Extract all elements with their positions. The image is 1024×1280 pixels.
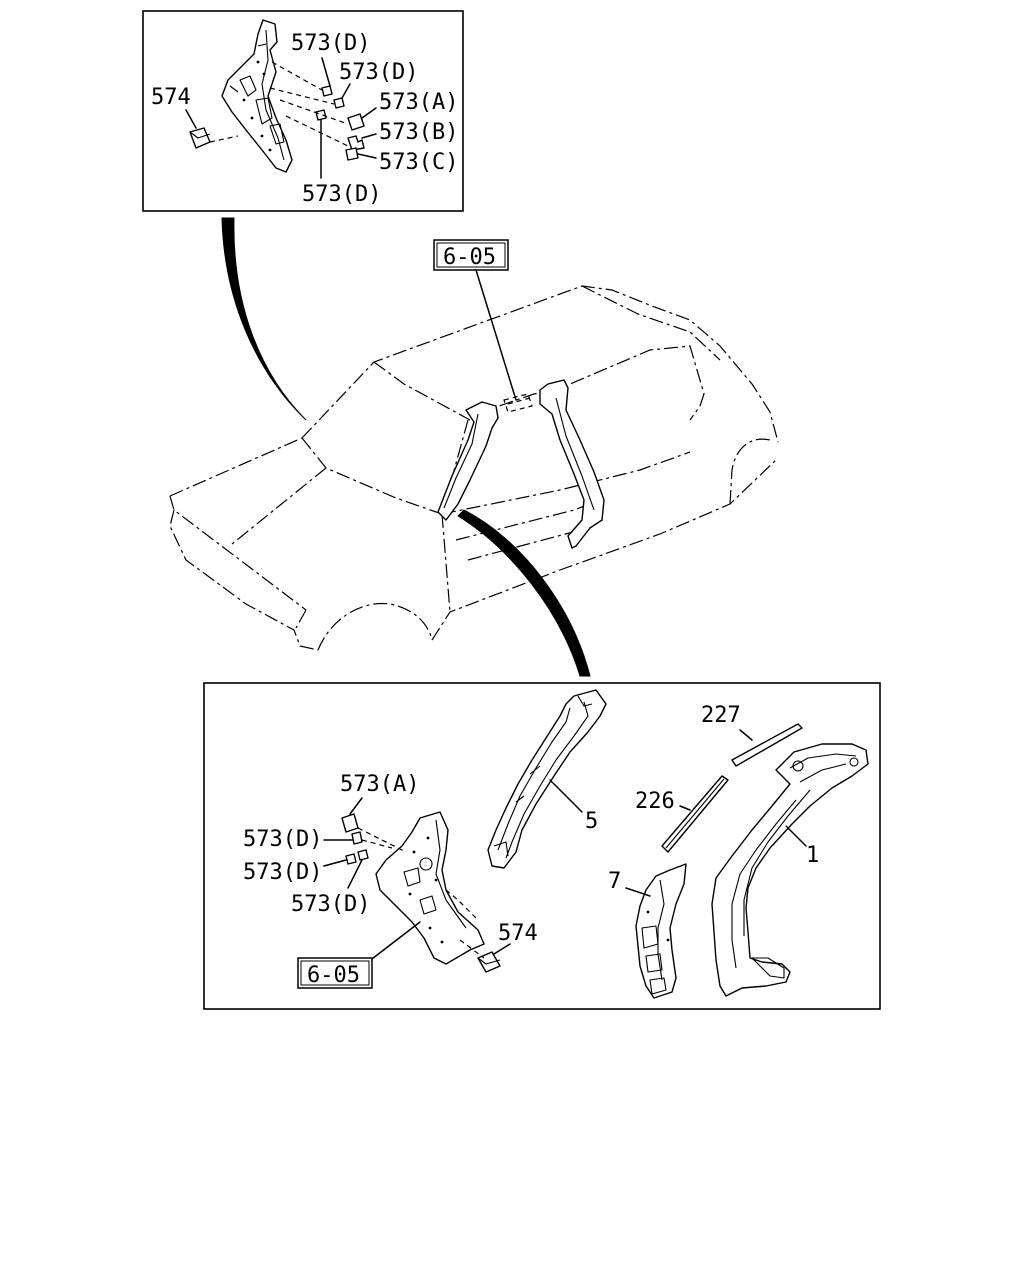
top-inset: 573(D) 573(D) 573(A) 573(B) 573(C) 573(D… — [142, 10, 464, 212]
top-label-574: 574 — [151, 85, 191, 110]
part-227 — [731, 723, 803, 767]
label-part-1: 1 — [806, 843, 819, 868]
top-inset-clips — [189, 85, 365, 161]
top-inset-pillar-panel — [221, 19, 293, 173]
bottom-ref-box — [297, 957, 373, 989]
top-inset-frame — [142, 10, 464, 212]
bottom-clips — [341, 813, 501, 973]
bottom-label-573a: 573(A) — [340, 772, 419, 797]
car-body — [169, 285, 779, 651]
bottom-label-573d-3: 573(D) — [291, 892, 370, 917]
part-1 — [711, 743, 869, 997]
part-226 — [661, 775, 729, 853]
top-label-573c: 573(C) — [379, 150, 458, 175]
top-label-573d-2: 573(D) — [339, 60, 418, 85]
top-callout-arc — [221, 217, 307, 421]
bottom-left-panel — [375, 811, 485, 965]
bottom-callout-arc — [457, 509, 591, 677]
top-label-573b: 573(B) — [379, 120, 458, 145]
bottom-inset: 573(A) 573(D) 573(D) 573(D) 574 6-05 5 2… — [203, 682, 881, 1010]
part-7 — [635, 863, 687, 999]
bottom-label-573d-1: 573(D) — [243, 827, 322, 852]
bottom-ref-label: 6-05 — [307, 963, 360, 988]
part-5 — [487, 689, 607, 869]
top-label-573d-1: 573(D) — [291, 31, 370, 56]
label-part-226: 226 — [635, 789, 675, 814]
car-ref-label: 6-05 — [443, 245, 496, 270]
top-label-573a: 573(A) — [379, 90, 458, 115]
label-part-7: 7 — [608, 869, 621, 894]
label-part-5: 5 — [585, 809, 598, 834]
top-label-573d-3: 573(D) — [302, 182, 381, 207]
bottom-label-574: 574 — [498, 921, 538, 946]
car-ref-6-05: 6-05 — [433, 239, 517, 401]
bottom-label-573d-2: 573(D) — [243, 860, 322, 885]
label-part-227: 227 — [701, 703, 741, 728]
